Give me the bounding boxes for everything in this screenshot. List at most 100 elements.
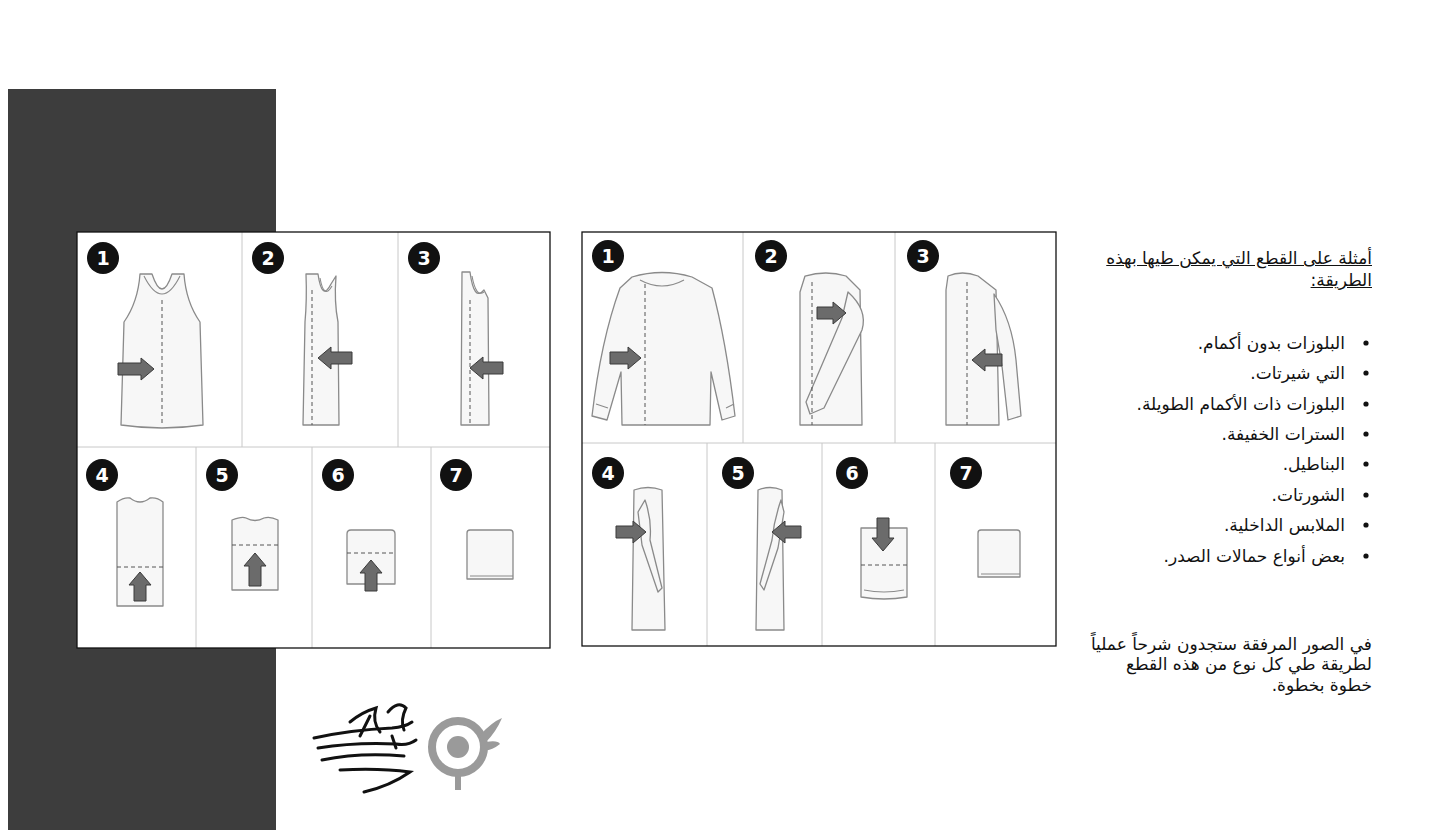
fold-arrow (972, 349, 1002, 371)
fold-line (470, 300, 471, 425)
callout-text: 3 (417, 249, 430, 268)
garment-seam (981, 573, 1020, 574)
fold-arrow (360, 560, 382, 591)
grid-line (707, 443, 708, 646)
fold-line (967, 282, 968, 425)
garment-seam (144, 276, 180, 294)
folded-top (232, 517, 278, 590)
fold-line (645, 284, 646, 425)
grid-line (582, 443, 1056, 444)
list-item: بعض أنواع حمالات الصدر. (1164, 545, 1345, 567)
frame-border (582, 232, 1056, 646)
callout-text: 2 (261, 249, 274, 268)
fold-line (162, 300, 163, 425)
callout-text: 5 (731, 464, 744, 483)
callout-text: 7 (959, 464, 972, 483)
fold-arrow (817, 302, 846, 324)
list-item: التي شيرتات. (1250, 362, 1345, 384)
folded-shirt (756, 488, 784, 631)
logo-ring (432, 721, 484, 773)
bullet-dot (1363, 431, 1368, 436)
shirt-sleeve (638, 500, 662, 592)
callout-number: 3 (408, 242, 440, 274)
shirt-sleeve (806, 292, 863, 414)
folded-shirt (632, 488, 665, 631)
bullet-dot (1363, 340, 1368, 345)
fold-line (347, 553, 395, 554)
bullet-dot (1363, 401, 1368, 406)
logo-stem (455, 772, 461, 790)
fold-arrow (244, 553, 266, 586)
long-sleeve-steps (592, 273, 1021, 631)
fold-arrow (616, 521, 646, 543)
callout-number: 7 (440, 459, 472, 491)
fold-arrow (118, 358, 154, 380)
steps-frame (77, 232, 550, 648)
callout-number: 3 (907, 240, 939, 272)
callout-number: 4 (86, 459, 118, 491)
callout-number: 5 (206, 459, 238, 491)
callout-text: 6 (331, 466, 344, 485)
callout-text: 1 (601, 247, 614, 266)
garment-seam (596, 404, 734, 408)
callout-text: 3 (916, 247, 929, 266)
bullet-dot (1363, 370, 1368, 375)
grid-line (398, 232, 399, 447)
logo-wing (480, 718, 502, 750)
fold-line (812, 282, 813, 425)
callout-text: 5 (215, 466, 228, 485)
bullet-markers (1363, 340, 1368, 558)
callout-text: 2 (764, 247, 777, 266)
callout-number: 1 (592, 240, 624, 272)
callout-number: 4 (592, 457, 624, 489)
fold-arrow (772, 521, 801, 543)
long-sleeve-shirt (946, 273, 999, 425)
fold-line (117, 567, 163, 568)
garment-seam (320, 278, 332, 291)
callout-number: 2 (252, 242, 284, 274)
steps-frame (582, 232, 1056, 646)
fold-line (232, 545, 278, 546)
tank-top (303, 274, 339, 425)
tank-top (121, 274, 203, 428)
fold-arrow (610, 347, 641, 369)
calligraphy-stroke (322, 755, 404, 760)
callout-number: 1 (87, 242, 119, 274)
grid-line (312, 447, 313, 648)
garment-seam (640, 280, 684, 286)
callout-text: 6 (845, 464, 858, 483)
note-text: في الصور المرفقة ستجدون شرحاً عملياً لطر… (1080, 634, 1372, 695)
shirt-sleeve (760, 500, 784, 590)
list-item: البلوزات بدون أكمام. (1198, 332, 1345, 354)
fold-arrow (872, 518, 894, 551)
tank-top (461, 272, 489, 425)
tank-top-steps (117, 272, 513, 606)
list-item: البلوزات ذات الأكمام الطويلة. (1137, 393, 1345, 415)
fold-arrow (470, 357, 503, 379)
frame-ground (77, 232, 550, 648)
callout-text: 7 (449, 466, 462, 485)
callout-number: 2 (755, 240, 787, 272)
calligraphy-stroke (388, 705, 406, 730)
fold-line (861, 565, 907, 566)
grid-line (935, 443, 936, 646)
callout-text: 1 (96, 249, 109, 268)
logo (314, 705, 502, 792)
calligraphy-stroke (360, 716, 396, 748)
garment-seam (864, 590, 904, 592)
grid-line (242, 232, 243, 447)
folded-square (467, 530, 513, 579)
callout-number: 7 (950, 457, 982, 489)
heading: أمثلة على القطع التي يمكن طيها بهذه الطر… (1072, 247, 1372, 291)
callout-number: 6 (836, 457, 868, 489)
fold-arrow (129, 572, 151, 601)
garment-seam (470, 575, 513, 576)
grid-line (743, 232, 744, 443)
callout-number: 6 (322, 459, 354, 491)
grid-line (895, 232, 896, 443)
folded-top (117, 498, 163, 606)
frame-border (77, 232, 550, 648)
calligraphy-stroke (340, 769, 410, 792)
